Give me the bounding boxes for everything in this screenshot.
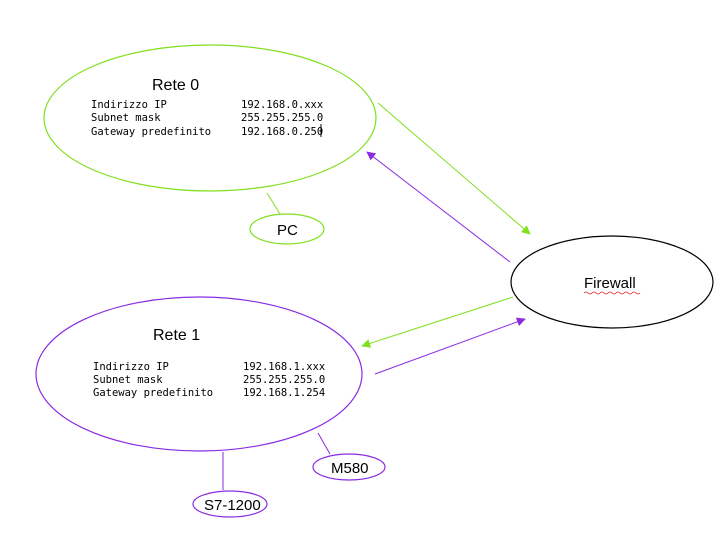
- rete1-title: Rete 1: [153, 327, 200, 344]
- rete0-title: Rete 0: [152, 77, 199, 94]
- arrow-rete1-to-firewall: [374, 317, 526, 375]
- rete1-gateway-value: 192.168.1.254: [243, 387, 325, 399]
- pc-label: PC: [277, 222, 298, 239]
- rete0-ellipse: [43, 44, 377, 192]
- arrow-firewall-to-rete1: [361, 296, 514, 348]
- pc-connector: [266, 192, 281, 215]
- pc-node: [249, 213, 325, 245]
- rete1-mask-label: Subnet mask: [93, 374, 163, 386]
- firewall-label: Firewall: [584, 275, 636, 292]
- m580-connector: [317, 432, 331, 455]
- s7-node: [192, 490, 268, 518]
- rete0-mask-label: Subnet mask: [91, 112, 161, 124]
- arrow-rete0-to-firewall: [377, 102, 531, 235]
- rete1-mask-value: 255.255.255.0: [243, 374, 325, 386]
- arrow-firewall-to-rete0: [366, 151, 511, 263]
- s7-label: S7-1200: [204, 497, 261, 514]
- firewall-node: [510, 235, 714, 329]
- rete1-ip-label: Indirizzo IP: [93, 361, 169, 373]
- rete0-ip-label: Indirizzo IP: [91, 99, 167, 111]
- rete0-gateway-value: 192.168.0.250: [241, 126, 323, 138]
- m580-node: [312, 453, 386, 481]
- rete1-ellipse: [35, 296, 363, 452]
- rete1-ip-value: 192.168.1.xxx: [243, 361, 325, 373]
- spellcheck-underline: [583, 291, 641, 295]
- m580-label: M580: [331, 460, 369, 477]
- rete0-gateway-label: Gateway predefinito: [91, 126, 211, 138]
- rete1-gateway-label: Gateway predefinito: [93, 387, 213, 399]
- rete0-ip-value: 192.168.0.xxx: [241, 99, 323, 111]
- rete0-mask-value: 255.255.255.0: [241, 112, 323, 124]
